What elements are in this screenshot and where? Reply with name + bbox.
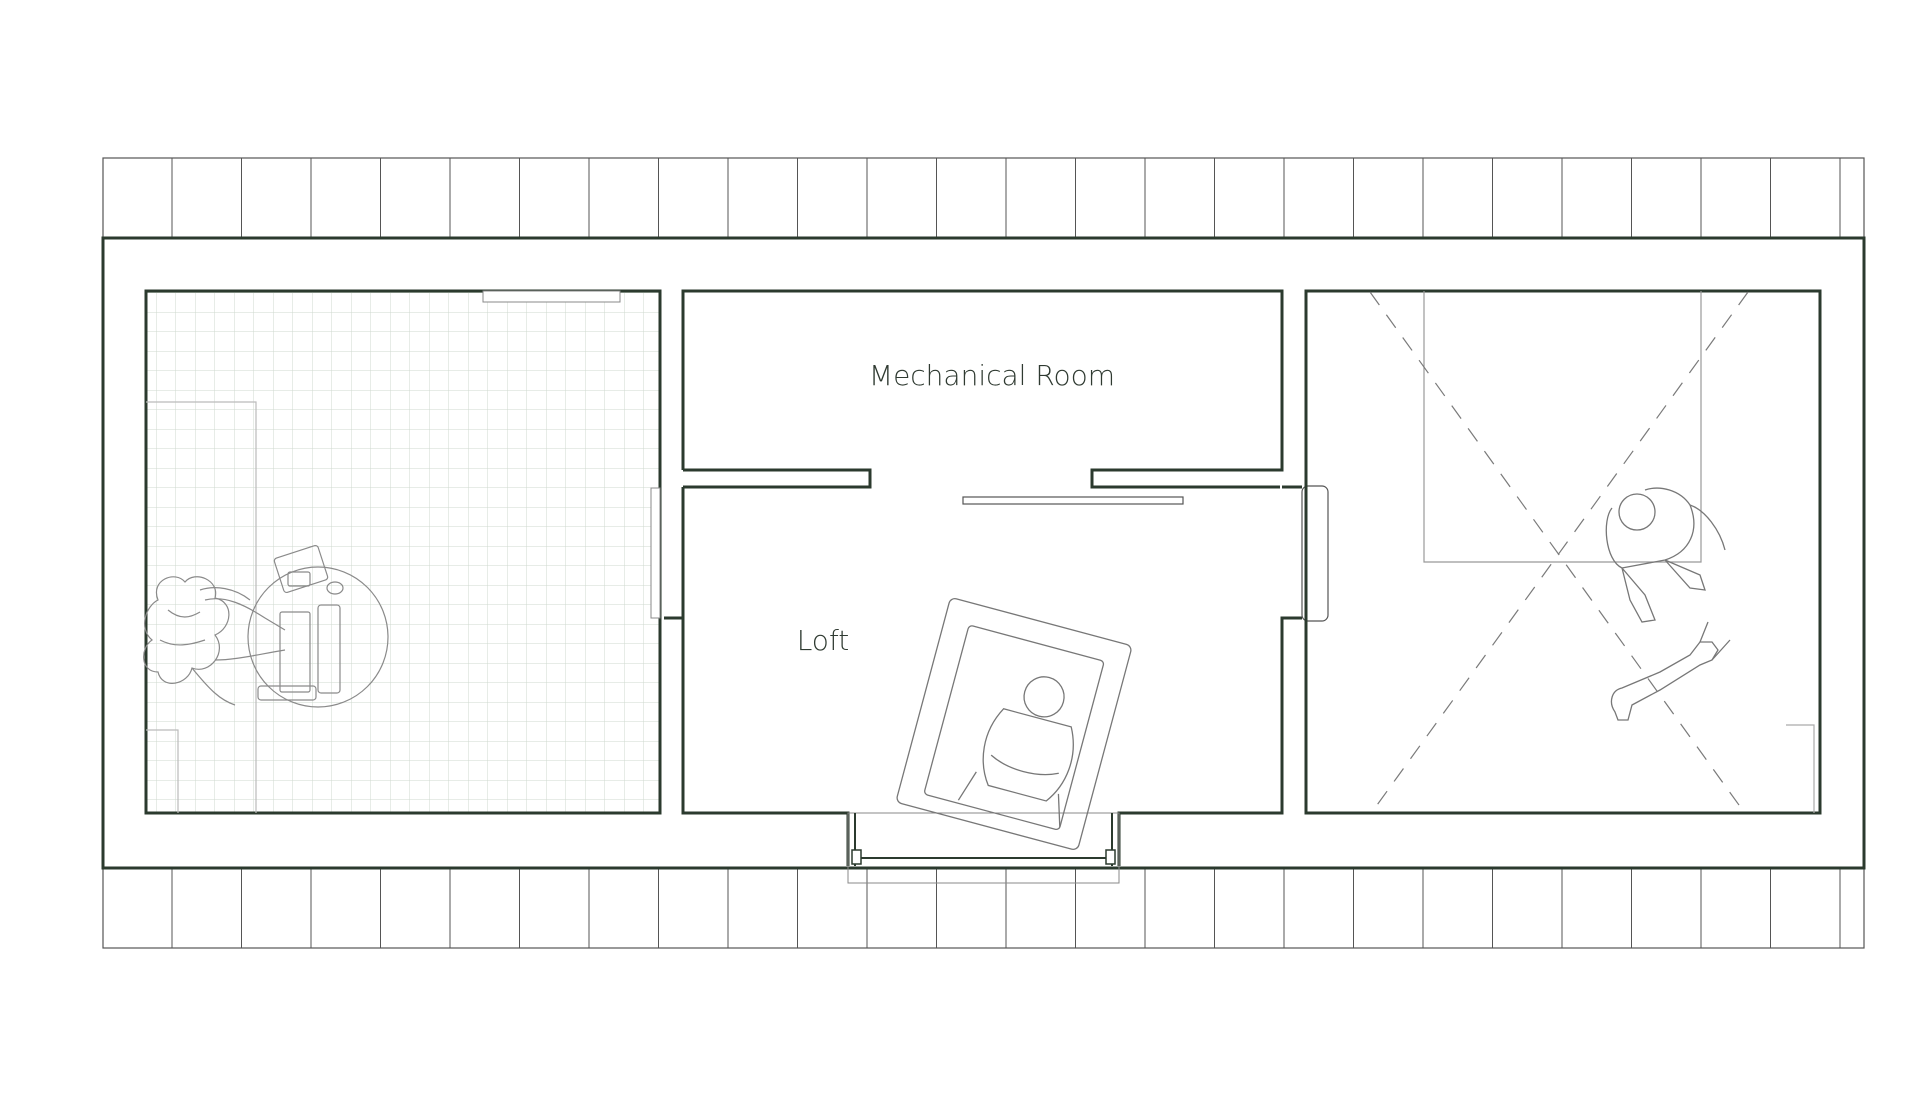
dog-icon [1610, 621, 1731, 721]
door-east [1301, 485, 1329, 622]
room-label-loft: Loft [797, 624, 850, 657]
west-room [144, 289, 662, 815]
dashed-diagonals [1369, 291, 1749, 813]
loft-room: Loft [664, 485, 1329, 884]
sliding-panel [962, 496, 1184, 505]
roof-strip-top [102, 157, 1865, 239]
roof-strip-bottom [102, 867, 1865, 949]
door-west [650, 487, 661, 619]
mechanical-room: Mechanical Room [681, 289, 1284, 489]
person-standing-icon [1605, 487, 1726, 623]
person-at-desk-icon [143, 544, 389, 708]
east-room [1304, 289, 1822, 815]
window-bottom-loft [847, 812, 1120, 884]
room-label-mechanical: Mechanical Room [869, 359, 1115, 392]
window-top-west [482, 290, 621, 303]
person-in-armchair-icon [896, 597, 1132, 851]
